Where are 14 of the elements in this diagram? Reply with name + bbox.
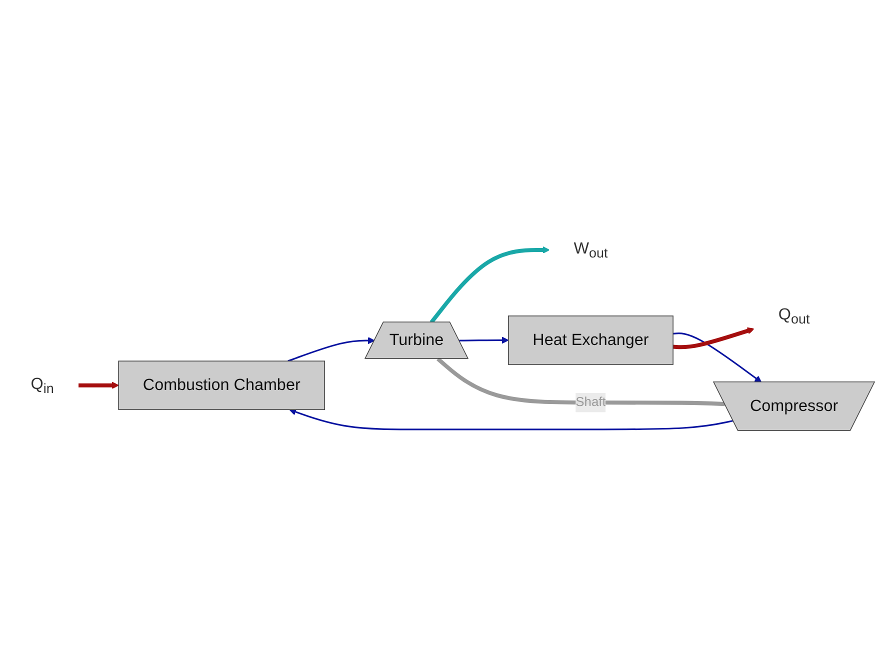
arrow (672, 326, 754, 349)
node-box: Combustion Chamber (118, 360, 326, 410)
arrow (78, 381, 119, 388)
arrow (289, 408, 734, 430)
node-box: Heat Exchanger (508, 315, 674, 364)
edge-label: Shaft (576, 394, 606, 409)
arrow (430, 246, 550, 324)
arrow (288, 336, 375, 362)
node-text: Q$_{in}$ (30, 374, 54, 396)
node-text: Q$_{out}$ (778, 305, 810, 326)
node-text: W$_{out}$ (574, 239, 608, 260)
connector (436, 356, 725, 406)
arrow (672, 332, 762, 382)
arrow (459, 336, 509, 344)
